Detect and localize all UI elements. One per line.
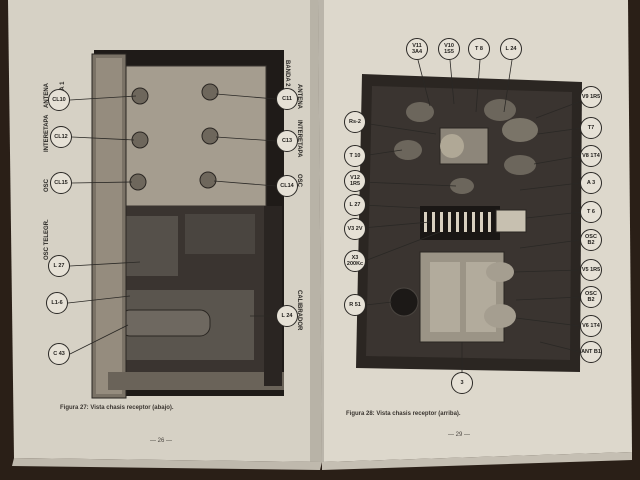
callout-t10: T 10 [344, 145, 366, 167]
callout-v8: V8 1T4 [580, 145, 602, 167]
callout-l27-left: L 27 [48, 255, 70, 277]
callout-t6: T 6 [580, 201, 602, 223]
callout-v11: V11 3A4 [406, 38, 428, 60]
callout-osc-b2-a: OSC B2 [580, 229, 602, 251]
callout-cl10: CL10 [48, 89, 70, 111]
callout-v3: V3 2V [344, 218, 366, 240]
callout-v5: V5 1R5 [580, 259, 602, 281]
right-figure-caption: Figura 28: Vista chasis receptor (arriba… [346, 411, 461, 417]
left-figure-caption: Figura 27: Vista chasis receptor (abajo)… [60, 405, 174, 411]
label-banda2: BANDA 2 [284, 60, 290, 87]
left-page-number: — 26 — [150, 438, 173, 444]
callout-c43: C 43 [48, 343, 70, 365]
callout-3: 3 [451, 372, 473, 394]
callout-v10: V10 1S5 [438, 38, 460, 60]
left-chassis-photo [67, 50, 284, 399]
callout-c13: C13 [276, 130, 298, 152]
callout-x3: X3 200Kc [344, 250, 366, 272]
callout-l24-left: L 24 [276, 305, 298, 327]
label-interetapa: INTERETAPA [44, 114, 50, 152]
callout-t7: T7 [580, 117, 602, 139]
spine-shadow [310, 0, 324, 462]
callout-ant-b1: ANT B1 [580, 341, 602, 363]
label-calibrador: CALIBRADOR [296, 290, 302, 331]
callout-c11: C11 [276, 88, 298, 110]
callout-l27-right: L 27 [344, 194, 366, 216]
callout-osc-b2-b: OSC B2 [580, 286, 602, 308]
callout-v9: V9 1R5 [580, 86, 602, 108]
callout-cl12: CL12 [50, 126, 72, 148]
right-page-number: — 29 — [448, 432, 471, 438]
page-edge-right [322, 452, 632, 470]
callout-cl15: CL15 [50, 172, 72, 194]
callout-v12: V12 1R5 [344, 170, 366, 192]
right-chassis-photo [355, 59, 585, 372]
callout-t8: T 8 [468, 38, 490, 60]
callout-cl14: CL14 [276, 175, 298, 197]
callout-r51: R 51 [344, 294, 366, 316]
callout-rs2: Rs-2 [344, 111, 366, 133]
page-edge-left [12, 458, 322, 470]
callout-v6: V6 1T4 [580, 315, 602, 337]
callout-l24-right: L 24 [500, 38, 522, 60]
label-osc-teleg: OSC TELEGR. [44, 219, 50, 260]
callout-l1-6: L1-6 [46, 292, 68, 314]
callout-a3: A 3 [580, 172, 602, 194]
